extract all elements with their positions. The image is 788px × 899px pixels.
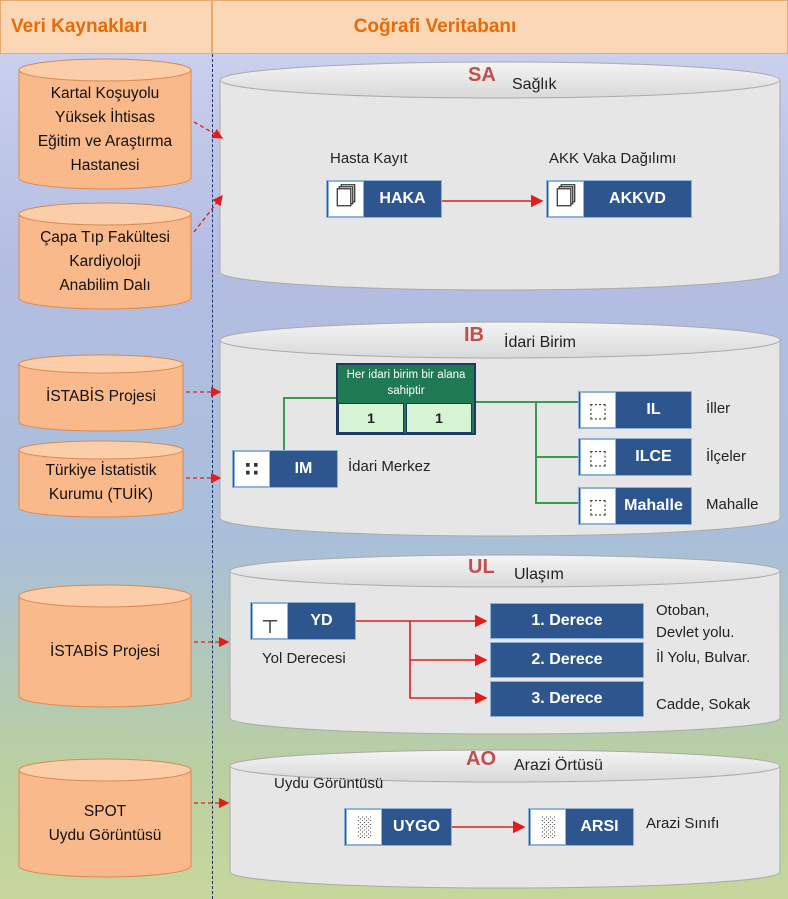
degree-2-desc: İl Yolu, Bulvar.	[656, 649, 751, 666]
degree-1-label: 1. Derece	[531, 612, 603, 629]
source-label: Kartal Koşuyolu Yüksek İhtisas Eğitim ve…	[37, 85, 173, 174]
source-tuik: Türkiye İstatistik Kurumu (TUİK)	[18, 440, 184, 518]
im-label: IM	[294, 460, 313, 477]
il-box[interactable]: ⬚ IL	[578, 391, 692, 429]
sources-title: Veri Kaynakları	[11, 16, 148, 37]
uygo-box[interactable]: ░ UYGO	[344, 808, 452, 846]
source-istabis-2: İSTABİS Projesi	[18, 584, 192, 708]
cylinder-ib-top	[219, 321, 781, 359]
cylinder-shape	[18, 440, 184, 518]
cylinder-sa-top	[219, 61, 781, 99]
ul-title: Ulaşım	[514, 566, 564, 583]
header-database: Coğrafi Veritabanı	[212, 0, 788, 54]
sa-title: Sağlık	[512, 76, 557, 93]
akkvd-caption: AKK Vaka Dağılımı	[549, 150, 677, 167]
degree-2-label: 2. Derece	[531, 651, 603, 668]
cardinality-left: 1	[338, 403, 404, 433]
yd-label: YD	[310, 612, 333, 629]
points-icon: ∷	[234, 451, 270, 487]
source-label: Türkiye İstatistik Kurumu (TUİK)	[45, 462, 157, 503]
arsi-label: ARSI	[580, 818, 619, 835]
il-label: IL	[646, 401, 661, 418]
arsi-caption: Arazi Sınıfı	[646, 815, 720, 832]
arsi-box[interactable]: ░ ARSI	[528, 808, 634, 846]
document-stack-icon: 🗍	[548, 181, 584, 217]
source-label: İSTABİS Projesi	[50, 643, 160, 660]
im-caption: İdari Merkez	[348, 458, 431, 475]
ilce-caption: İlçeler	[706, 448, 747, 465]
cylinder-shape	[18, 202, 192, 310]
source-links	[186, 121, 230, 809]
source-capa-tip: Çapa Tıp Fakültesi Kardiyoloji Anabilim …	[18, 202, 192, 310]
ib-title: İdari Birim	[504, 334, 577, 351]
flow-arrows	[356, 194, 544, 834]
road-line-icon: ┬	[252, 603, 288, 639]
document-stack-icon: 🗍	[328, 181, 364, 217]
uygo-caption: Uydu Görüntüsü	[274, 775, 384, 792]
haka-box[interactable]: 🗍 HAKA	[326, 180, 442, 218]
cylinder-ao-top	[229, 749, 781, 783]
akkvd-label: AKKVD	[609, 190, 666, 207]
yd-box[interactable]: ┬ YD	[250, 602, 356, 640]
degree-2-box[interactable]: 2. Derece	[490, 642, 644, 678]
ul-abbr: UL	[468, 556, 495, 578]
cylinder-shape	[18, 584, 192, 708]
degree-1-desc: Otoban, Devlet yolu.	[656, 602, 735, 641]
cylinder-shape	[18, 58, 192, 190]
relation-lines	[283, 397, 578, 504]
header-sources: Veri Kaynakları	[0, 0, 212, 54]
source-spot: SPOT Uydu Görüntüsü	[18, 758, 192, 878]
ao-title: Arazi Örtüsü	[514, 757, 603, 774]
degree-3-label: 3. Derece	[531, 690, 603, 707]
il-caption: İller	[706, 400, 731, 417]
im-box[interactable]: ∷ IM	[232, 450, 338, 488]
source-label: SPOT Uydu Görüntüsü	[48, 803, 162, 844]
ao-abbr: AO	[466, 748, 496, 770]
polygon-icon: ⬚	[580, 392, 616, 428]
relationship-text: Her idari birim bir alana sahiptir	[346, 369, 466, 397]
cylinder-shape	[18, 758, 192, 878]
degree-3-desc: Cadde, Sokak	[656, 696, 751, 713]
source-label: İSTABİS Projesi	[46, 388, 156, 405]
mahalle-label: Mahalle	[624, 497, 683, 514]
ilce-box[interactable]: ⬚ ILCE	[578, 438, 692, 476]
mahalle-caption: Mahalle	[706, 496, 759, 513]
source-label: Çapa Tıp Fakültesi Kardiyoloji Anabilim …	[40, 229, 170, 294]
source-istabis-1: İSTABİS Projesi	[18, 354, 184, 432]
polygon-icon: ⬚	[580, 488, 616, 524]
raster-grid-icon: ░	[530, 809, 566, 845]
cylinder-ul-top	[229, 554, 781, 588]
cylinder-shape	[18, 354, 184, 432]
database-title: Coğrafi Veritabanı	[353, 16, 517, 37]
raster-grid-icon: ░	[346, 809, 382, 845]
haka-label: HAKA	[379, 190, 426, 207]
ilce-label: ILCE	[635, 448, 672, 465]
cylinder-sa-body	[219, 79, 781, 291]
source-kartal-kosuyolu: Kartal Koşuyolu Yüksek İhtisas Eğitim ve…	[18, 58, 192, 190]
relationship-card[interactable]: Her idari birim bir alana sahiptir 1 1	[336, 363, 476, 435]
haka-caption: Hasta Kayıt	[330, 150, 408, 167]
akkvd-box[interactable]: 🗍 AKKVD	[546, 180, 692, 218]
mahalle-box[interactable]: ⬚ Mahalle	[578, 487, 692, 525]
degree-1-box[interactable]: 1. Derece	[490, 603, 644, 639]
ib-abbr: IB	[464, 324, 484, 346]
yd-caption: Yol Derecesi	[262, 650, 346, 667]
sa-abbr: SA	[468, 64, 496, 86]
uygo-label: UYGO	[392, 818, 441, 835]
cardinality-right: 1	[406, 403, 472, 433]
degree-3-box[interactable]: 3. Derece	[490, 681, 644, 717]
polygon-icon: ⬚	[580, 439, 616, 475]
